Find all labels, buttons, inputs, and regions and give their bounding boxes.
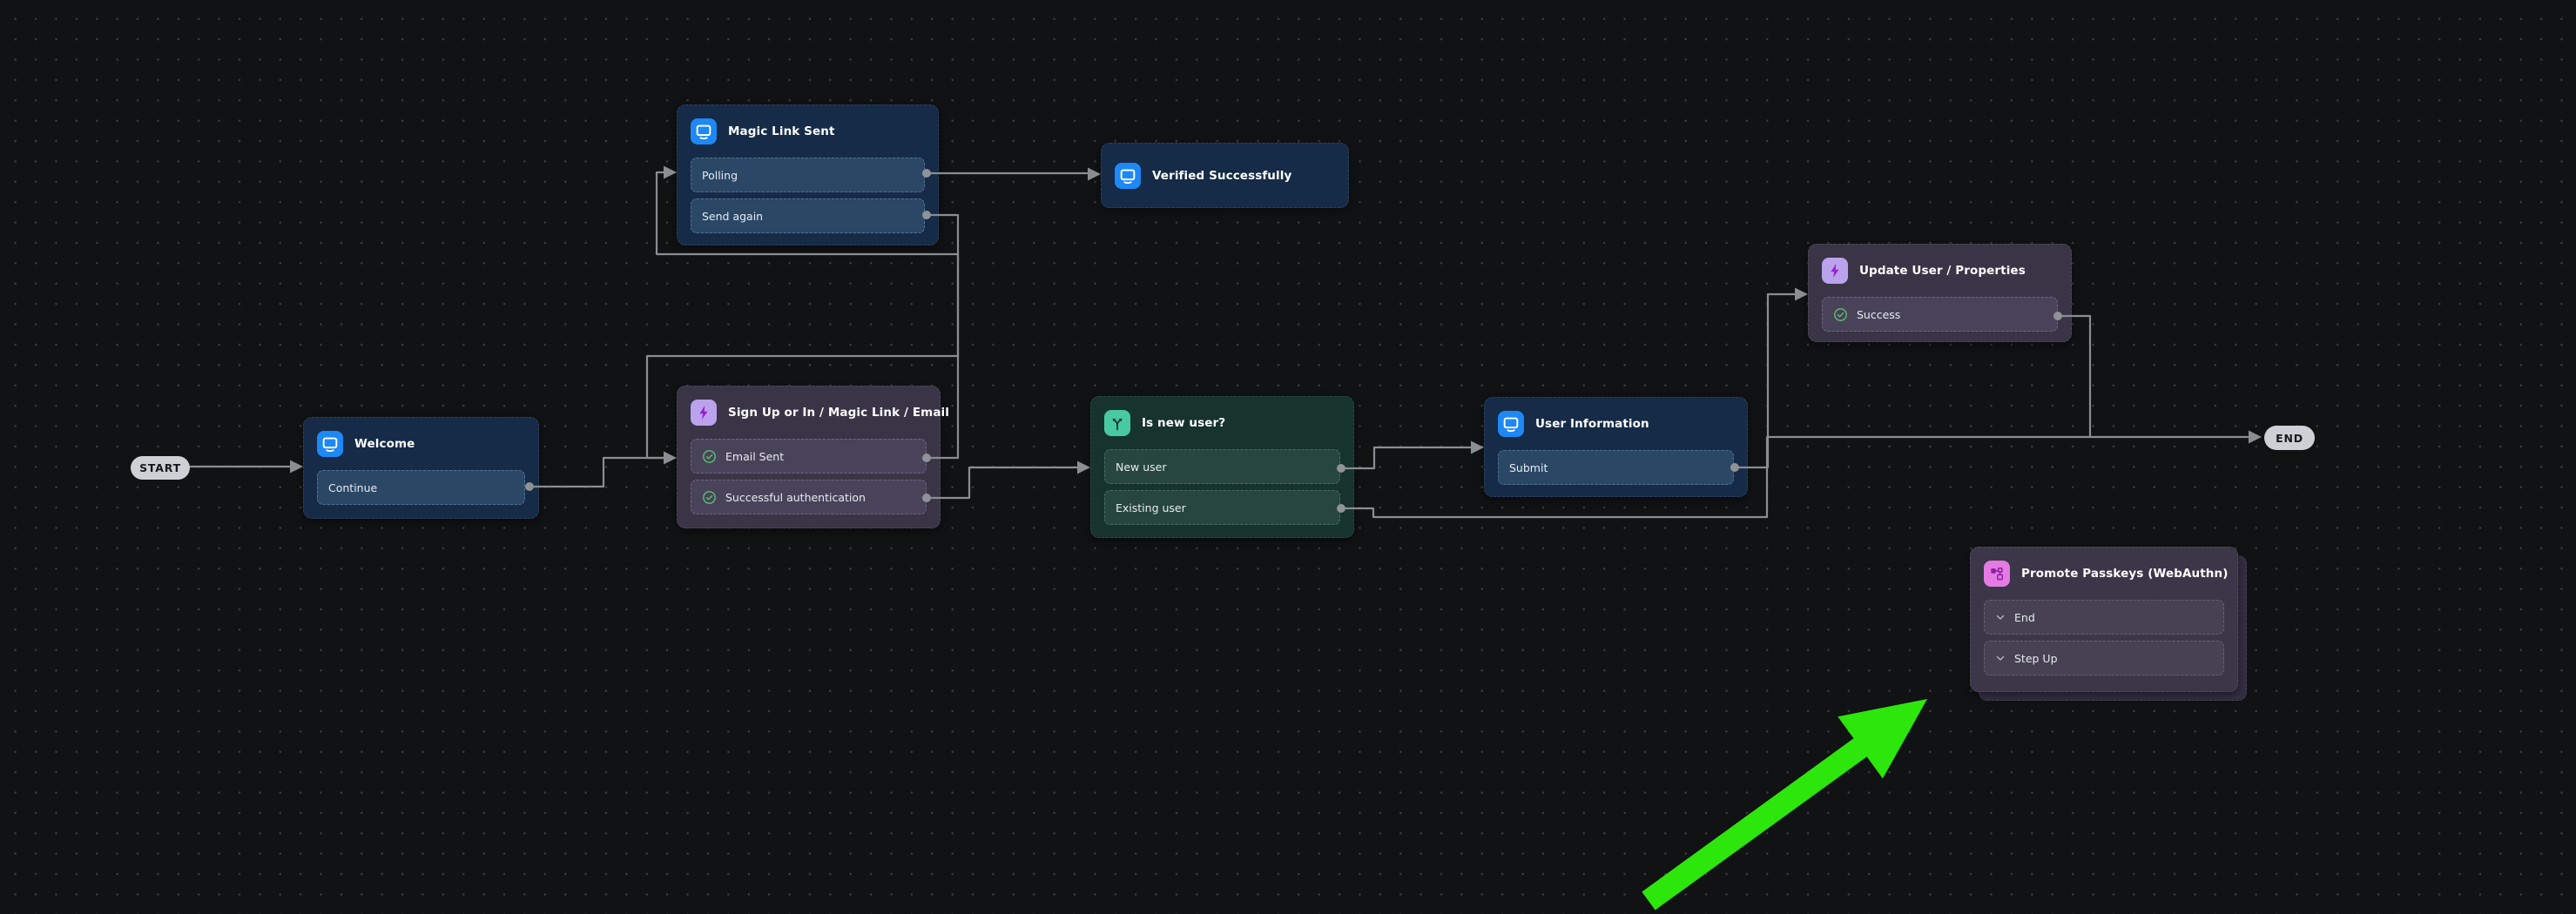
node-magic-link-sent[interactable]: Magic Link Sent Polling Send again bbox=[677, 104, 939, 245]
row-label: Submit bbox=[1509, 460, 1548, 474]
node-title: Magic Link Sent bbox=[728, 124, 835, 138]
node-promote-header: Promote Passkeys (WebAuthn) bbox=[1971, 548, 2237, 600]
node-title: Promote Passkeys (WebAuthn) bbox=[2021, 567, 2229, 581]
row-email-sent[interactable]: Email Sent bbox=[691, 439, 927, 474]
start-label: START bbox=[139, 461, 181, 474]
edge-continue-to-signup bbox=[528, 456, 666, 488]
edge-successfulauth-to-isnewuser bbox=[925, 466, 1080, 500]
end-node[interactable]: END bbox=[2264, 426, 2315, 450]
row-submit[interactable]: Submit bbox=[1498, 450, 1734, 485]
node-update-user-properties[interactable]: Update User / Properties Success bbox=[1808, 244, 2072, 342]
screen-icon bbox=[1115, 162, 1141, 189]
node-sign-up-or-in[interactable]: Sign Up or In / Magic Link / Email Email… bbox=[677, 386, 949, 528]
check-circle-icon bbox=[1833, 307, 1848, 322]
arrowhead-verified-input bbox=[1088, 167, 1101, 181]
row-label: Email Sent bbox=[725, 449, 785, 463]
check-circle-icon bbox=[702, 490, 717, 505]
row-polling[interactable]: Polling bbox=[691, 158, 925, 192]
lightning-icon bbox=[691, 400, 717, 426]
node-title: Is new user? bbox=[1142, 416, 1226, 430]
row-label: Step Up bbox=[2014, 651, 2058, 665]
node-title: Welcome bbox=[354, 437, 415, 451]
annotation-arrow bbox=[1642, 699, 1927, 911]
row-label: New user bbox=[1116, 460, 1167, 474]
chevron-down-icon[interactable] bbox=[1995, 612, 2006, 622]
node-magic-link-header: Magic Link Sent bbox=[678, 105, 938, 158]
node-verified-successfully[interactable]: Verified Successfully bbox=[1101, 143, 1349, 208]
node-signup-header: Sign Up or In / Magic Link / Email bbox=[678, 386, 949, 439]
node-title: Verified Successfully bbox=[1152, 168, 1292, 183]
arrowhead-updateuser-input bbox=[1795, 287, 1808, 301]
node-welcome[interactable]: Welcome Continue bbox=[303, 417, 539, 519]
arrowhead-userinfo-input bbox=[1471, 440, 1484, 454]
node-verified-header: Verified Successfully bbox=[1102, 144, 1305, 207]
node-promote-passkeys[interactable]: Promote Passkeys (WebAuthn) End Step Up bbox=[1970, 547, 2238, 692]
edge-existinguser-to-end bbox=[1339, 435, 2251, 519]
end-label: END bbox=[2276, 431, 2303, 445]
arrowhead-end-input bbox=[2249, 430, 2262, 444]
screen-icon bbox=[691, 118, 717, 144]
node-is-new-user[interactable]: Is new user? New user Existing user bbox=[1090, 396, 1354, 538]
row-send-again[interactable]: Send again bbox=[691, 198, 925, 233]
row-continue[interactable]: Continue bbox=[317, 470, 525, 505]
node-welcome-header: Welcome bbox=[304, 418, 538, 470]
node-title: Sign Up or In / Magic Link / Email bbox=[728, 406, 949, 420]
arrowhead-signup-input bbox=[664, 451, 677, 465]
edge-newuser-to-userinfo bbox=[1339, 446, 1473, 470]
arrowhead-magiclink-input bbox=[664, 165, 677, 179]
node-title: Update User / Properties bbox=[1859, 264, 2026, 278]
screen-icon bbox=[1498, 411, 1524, 437]
node-updateuser-header: Update User / Properties bbox=[1809, 245, 2071, 297]
node-isnewuser-header: Is new user? bbox=[1091, 397, 1353, 449]
row-label: Polling bbox=[702, 168, 738, 182]
flowchart-icon bbox=[1984, 561, 2010, 587]
start-node[interactable]: START bbox=[131, 456, 190, 480]
node-user-information[interactable]: User Information Submit bbox=[1484, 397, 1748, 497]
row-step-up[interactable]: Step Up bbox=[1984, 641, 2224, 675]
arrowhead-welcome-input bbox=[290, 460, 303, 474]
arrowhead-isnewuser-input bbox=[1077, 460, 1090, 474]
node-userinfo-header: User Information bbox=[1485, 398, 1747, 450]
chevron-down-icon[interactable] bbox=[1995, 653, 2006, 663]
lightning-icon bbox=[1822, 258, 1848, 284]
row-new-user[interactable]: New user bbox=[1104, 449, 1340, 484]
row-label: Success bbox=[1857, 307, 1901, 321]
row-success[interactable]: Success bbox=[1822, 297, 2058, 332]
branch-icon bbox=[1104, 410, 1130, 436]
row-existing-user[interactable]: Existing user bbox=[1104, 490, 1340, 525]
node-title: User Information bbox=[1535, 417, 1649, 431]
row-successful-authentication[interactable]: Successful authentication bbox=[691, 480, 927, 514]
row-end[interactable]: End bbox=[1984, 600, 2224, 635]
row-label: Successful authentication bbox=[725, 490, 866, 504]
row-label: Continue bbox=[328, 481, 378, 494]
row-label: Existing user bbox=[1116, 501, 1186, 514]
check-circle-icon bbox=[702, 449, 717, 464]
row-label: End bbox=[2014, 610, 2035, 624]
screen-icon bbox=[317, 431, 343, 457]
row-label: Send again bbox=[702, 209, 764, 223]
